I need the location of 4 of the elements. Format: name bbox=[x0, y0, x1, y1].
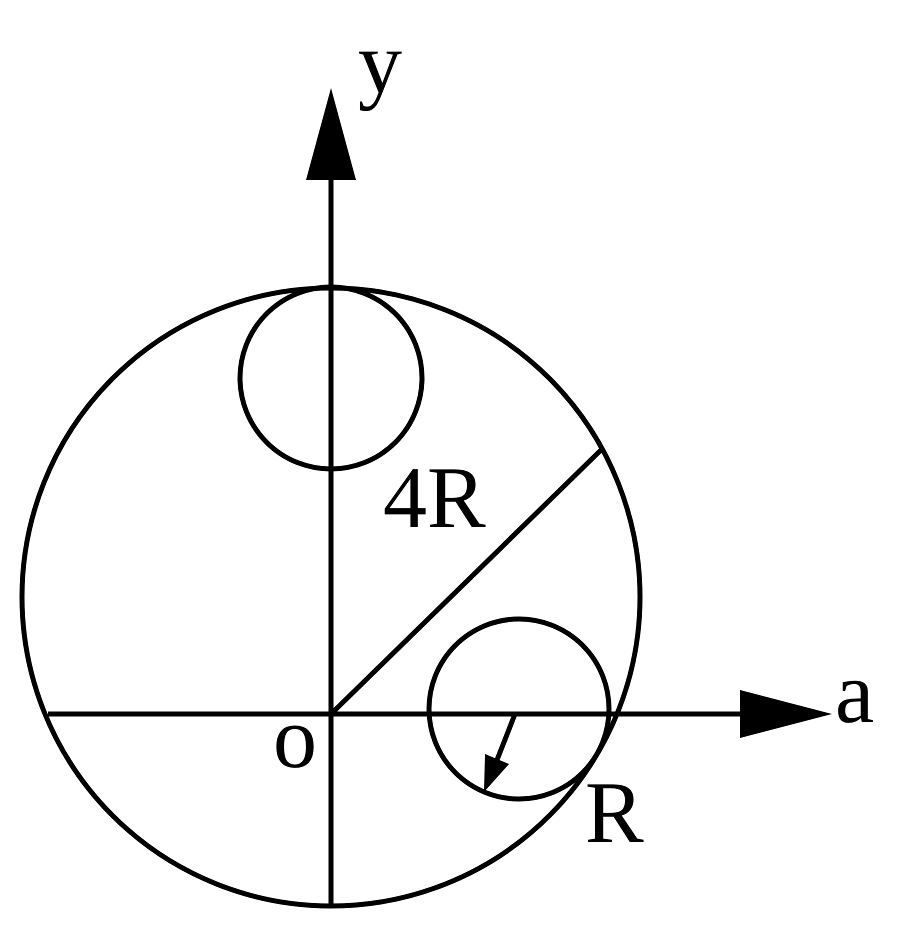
axis-label: a bbox=[835, 650, 874, 738]
dimension-label: 4R bbox=[383, 455, 486, 543]
dimension-label: R bbox=[585, 770, 644, 858]
origin-label: o bbox=[273, 695, 317, 783]
